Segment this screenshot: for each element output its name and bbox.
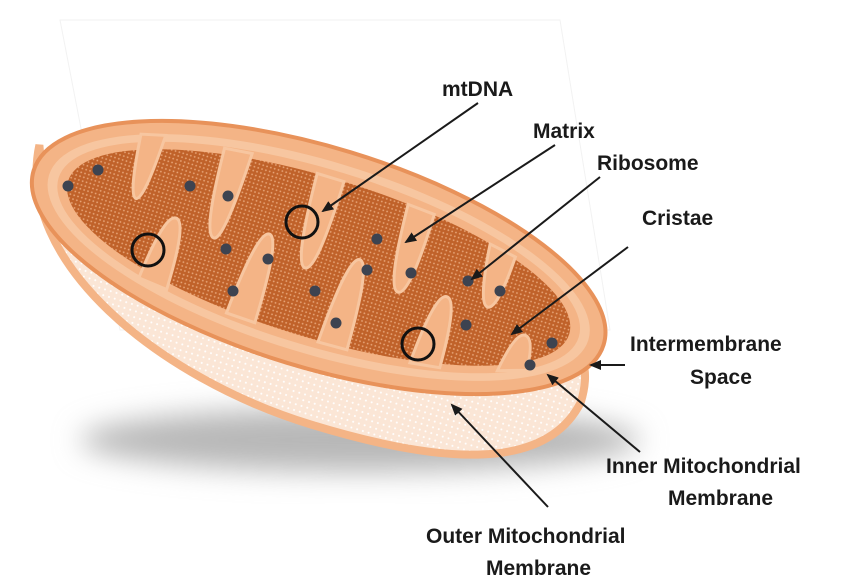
label-outer-membrane-line2: Membrane xyxy=(486,557,591,580)
ribosome-dot xyxy=(310,286,321,297)
ribosome-dot xyxy=(547,338,558,349)
ribosome-dot xyxy=(495,286,506,297)
ribosome-dot xyxy=(63,181,74,192)
label-outer-membrane-line1: Outer Mitochondrial xyxy=(426,525,626,548)
ribosome-dot xyxy=(223,191,234,202)
label-ribosome: Ribosome xyxy=(597,152,699,175)
label-intermembrane-line2: Space xyxy=(690,366,752,389)
label-intermembrane-line1: Intermembrane xyxy=(630,333,782,356)
ribosome-dot xyxy=(263,254,274,265)
ribosome-dot xyxy=(362,265,373,276)
label-inner-membrane-line1: Inner Mitochondrial xyxy=(606,455,801,478)
ribosome-dot xyxy=(463,276,474,287)
ribosome-dot xyxy=(461,320,472,331)
label-mtdna: mtDNA xyxy=(442,78,513,101)
ribosome-dot xyxy=(185,181,196,192)
ribosome-dot xyxy=(372,234,383,245)
ribosome-dot xyxy=(221,244,232,255)
ribosome-dot xyxy=(93,165,104,176)
label-cristae: Cristae xyxy=(642,207,713,230)
label-matrix: Matrix xyxy=(533,120,595,143)
ribosome-dot xyxy=(331,318,342,329)
ribosome-dot xyxy=(228,286,239,297)
ribosome-dot xyxy=(406,268,417,279)
label-inner-membrane-line2: Membrane xyxy=(668,487,773,510)
ribosome-dot xyxy=(525,360,536,371)
